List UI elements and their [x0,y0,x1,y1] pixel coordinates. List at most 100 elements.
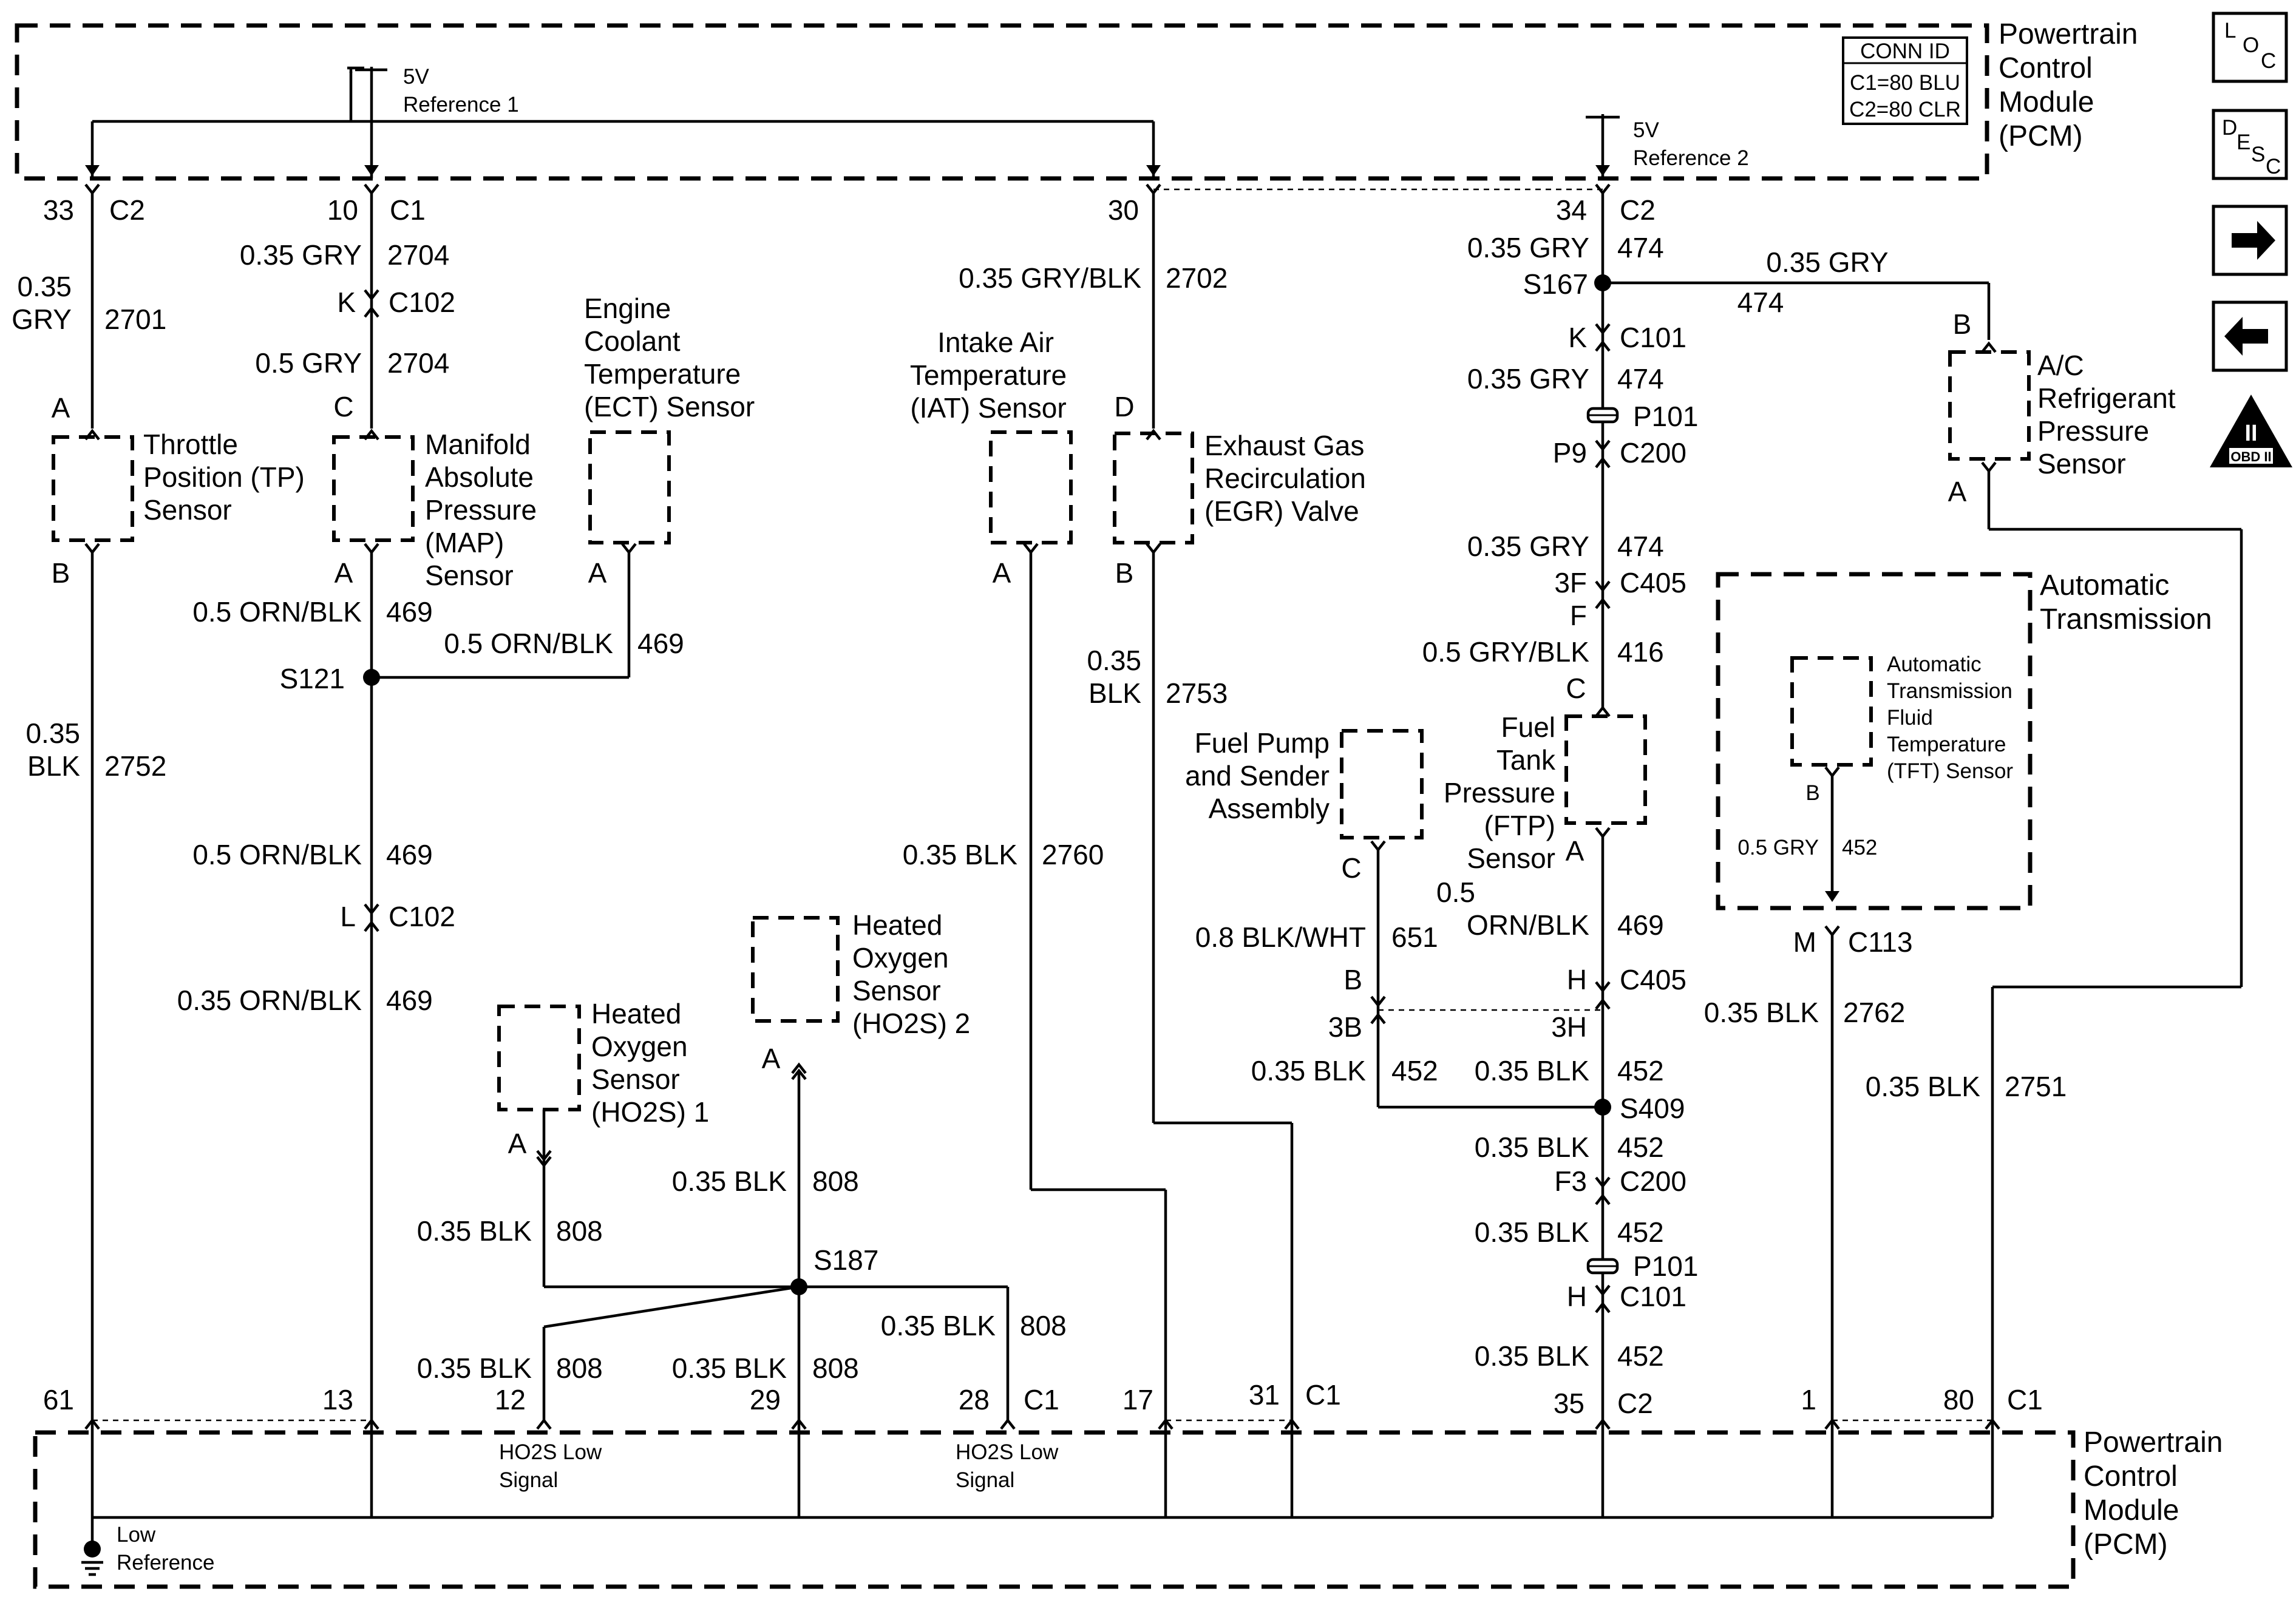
svg-text:Oxygen: Oxygen [591,1031,688,1062]
svg-text:3H: 3H [1551,1011,1587,1043]
svg-text:(HO2S) 1: (HO2S) 1 [591,1096,709,1128]
map-ect-circuit: 0.35 GRY 2704 K C102 0.5 GRY 2704 C Mani… [177,193,755,1420]
svg-text:Pressure: Pressure [425,494,537,526]
svg-text:C: C [2261,49,2276,73]
svg-text:1: 1 [1801,1384,1816,1415]
svg-text:13: 13 [322,1384,353,1415]
svg-text:0.5 ORN/BLK: 0.5 ORN/BLK [192,839,362,870]
svg-text:0.35 GRY: 0.35 GRY [1467,531,1589,562]
svg-text:H: H [1567,1281,1587,1312]
svg-text:(IAT) Sensor: (IAT) Sensor [910,392,1066,424]
svg-text:C200: C200 [1620,437,1686,469]
svg-text:0.35 BLK: 0.35 BLK [672,1165,787,1197]
svg-text:808: 808 [556,1215,603,1247]
svg-text:B: B [1953,308,1972,340]
svg-text:Tank: Tank [1496,744,1556,776]
svg-text:474: 474 [1617,232,1664,263]
pin-30: 30 [1108,194,1139,226]
svg-text:469: 469 [386,985,433,1016]
svg-text:P101: P101 [1633,401,1698,432]
svg-text:0.35 BLK: 0.35 BLK [417,1352,532,1384]
svg-text:469: 469 [1617,909,1664,941]
top-pins: 33 C2 10 C1 30 34 C2 [43,185,1656,226]
next-arrow-icon[interactable] [2212,205,2288,276]
svg-text:M: M [1793,926,1816,958]
svg-text:C: C [1341,852,1361,884]
conn-id-c2: C2=80 CLR [1849,98,1961,121]
svg-text:12: 12 [495,1384,526,1415]
svg-text:B: B [52,557,70,589]
svg-text:Sensor: Sensor [1467,842,1555,874]
svg-text:2704: 2704 [387,239,449,271]
svg-text:Oxygen: Oxygen [852,942,949,974]
svg-text:29: 29 [750,1384,781,1415]
svg-text:808: 808 [1020,1310,1067,1341]
svg-text:C1: C1 [1305,1379,1341,1411]
svg-text:469: 469 [637,628,684,659]
svg-text:S: S [2251,143,2265,166]
svg-text:17: 17 [1123,1384,1153,1415]
svg-text:C405: C405 [1620,567,1686,598]
svg-text:Sensor: Sensor [591,1063,680,1095]
svg-text:2753: 2753 [1166,677,1228,709]
svg-text:S121: S121 [280,663,345,694]
svg-text:Control: Control [2084,1460,2178,1493]
svg-text:C: C [333,391,353,422]
svg-text:A: A [52,392,70,424]
svg-text:E: E [2237,131,2250,154]
svg-text:Heated: Heated [591,998,681,1029]
svg-text:474: 474 [1737,286,1784,318]
svg-text:0.35 ORN/BLK: 0.35 ORN/BLK [177,985,362,1016]
ref1-label: Reference 1 [403,93,519,117]
ect-sensor-box [588,430,671,544]
svg-text:Module: Module [2084,1494,2179,1527]
svg-text:O: O [2243,33,2259,57]
svg-text:Temperature: Temperature [910,359,1067,391]
svg-text:A: A [1566,835,1584,867]
svg-text:3F: 3F [1554,567,1587,598]
svg-text:Temperature: Temperature [584,358,741,390]
desc-icon[interactable]: D E S C [2212,109,2288,180]
svg-text:469: 469 [386,839,433,870]
svg-text:L: L [2224,19,2236,42]
pcm-top-title-1: Powertrain [1999,18,2138,50]
svg-text:Absolute: Absolute [425,461,534,493]
egr-circuit: 0.35 GRY/BLK 2702 D Exhaust Gas Recircul… [959,193,1366,1420]
svg-text:A: A [1948,476,1967,507]
pin-33-conn: C2 [109,194,145,226]
svg-text:28: 28 [959,1384,990,1415]
svg-text:2751: 2751 [2005,1071,2067,1102]
ac-sensor-box [1948,350,2031,461]
svg-text:Sensor: Sensor [425,560,514,591]
svg-text:HO2S Low: HO2S Low [499,1440,602,1464]
svg-text:K: K [1568,322,1587,353]
pin-34: 34 [1556,194,1587,226]
svg-text:Sensor: Sensor [143,494,232,526]
svg-text:0.5 GRY/BLK: 0.5 GRY/BLK [1422,636,1590,668]
fuel-pump-box [1340,729,1424,839]
loc-icon[interactable]: L O C [2212,12,2288,83]
svg-text:and Sender: and Sender [1185,760,1330,792]
svg-text:F3: F3 [1554,1165,1587,1197]
svg-text:808: 808 [812,1352,859,1384]
svg-text:Automatic: Automatic [1887,653,1982,676]
svg-text:Temperature: Temperature [1887,733,2006,756]
prev-arrow-icon[interactable] [2212,300,2288,372]
svg-text:Pressure: Pressure [2037,415,2149,447]
svg-text:Manifold: Manifold [425,429,531,460]
ho2s1-box [497,1005,581,1111]
obd-ii-icon: II OBD II [2210,395,2292,467]
svg-text:0.35 BLK: 0.35 BLK [1866,1071,1981,1102]
svg-text:0.5: 0.5 [1436,876,1475,908]
svg-text:Fuel Pump: Fuel Pump [1195,727,1330,759]
pin-10: 10 [327,194,358,226]
pin-10-conn: C1 [390,194,426,226]
svg-text:D: D [1114,391,1134,422]
svg-text:C101: C101 [1620,1281,1686,1312]
svg-text:Powertrain: Powertrain [2084,1426,2223,1459]
svg-text:469: 469 [386,596,433,628]
svg-text:A: A [335,557,353,589]
svg-text:3B: 3B [1328,1011,1362,1043]
svg-text:474: 474 [1617,363,1664,395]
svg-text:452: 452 [1617,1216,1664,1248]
